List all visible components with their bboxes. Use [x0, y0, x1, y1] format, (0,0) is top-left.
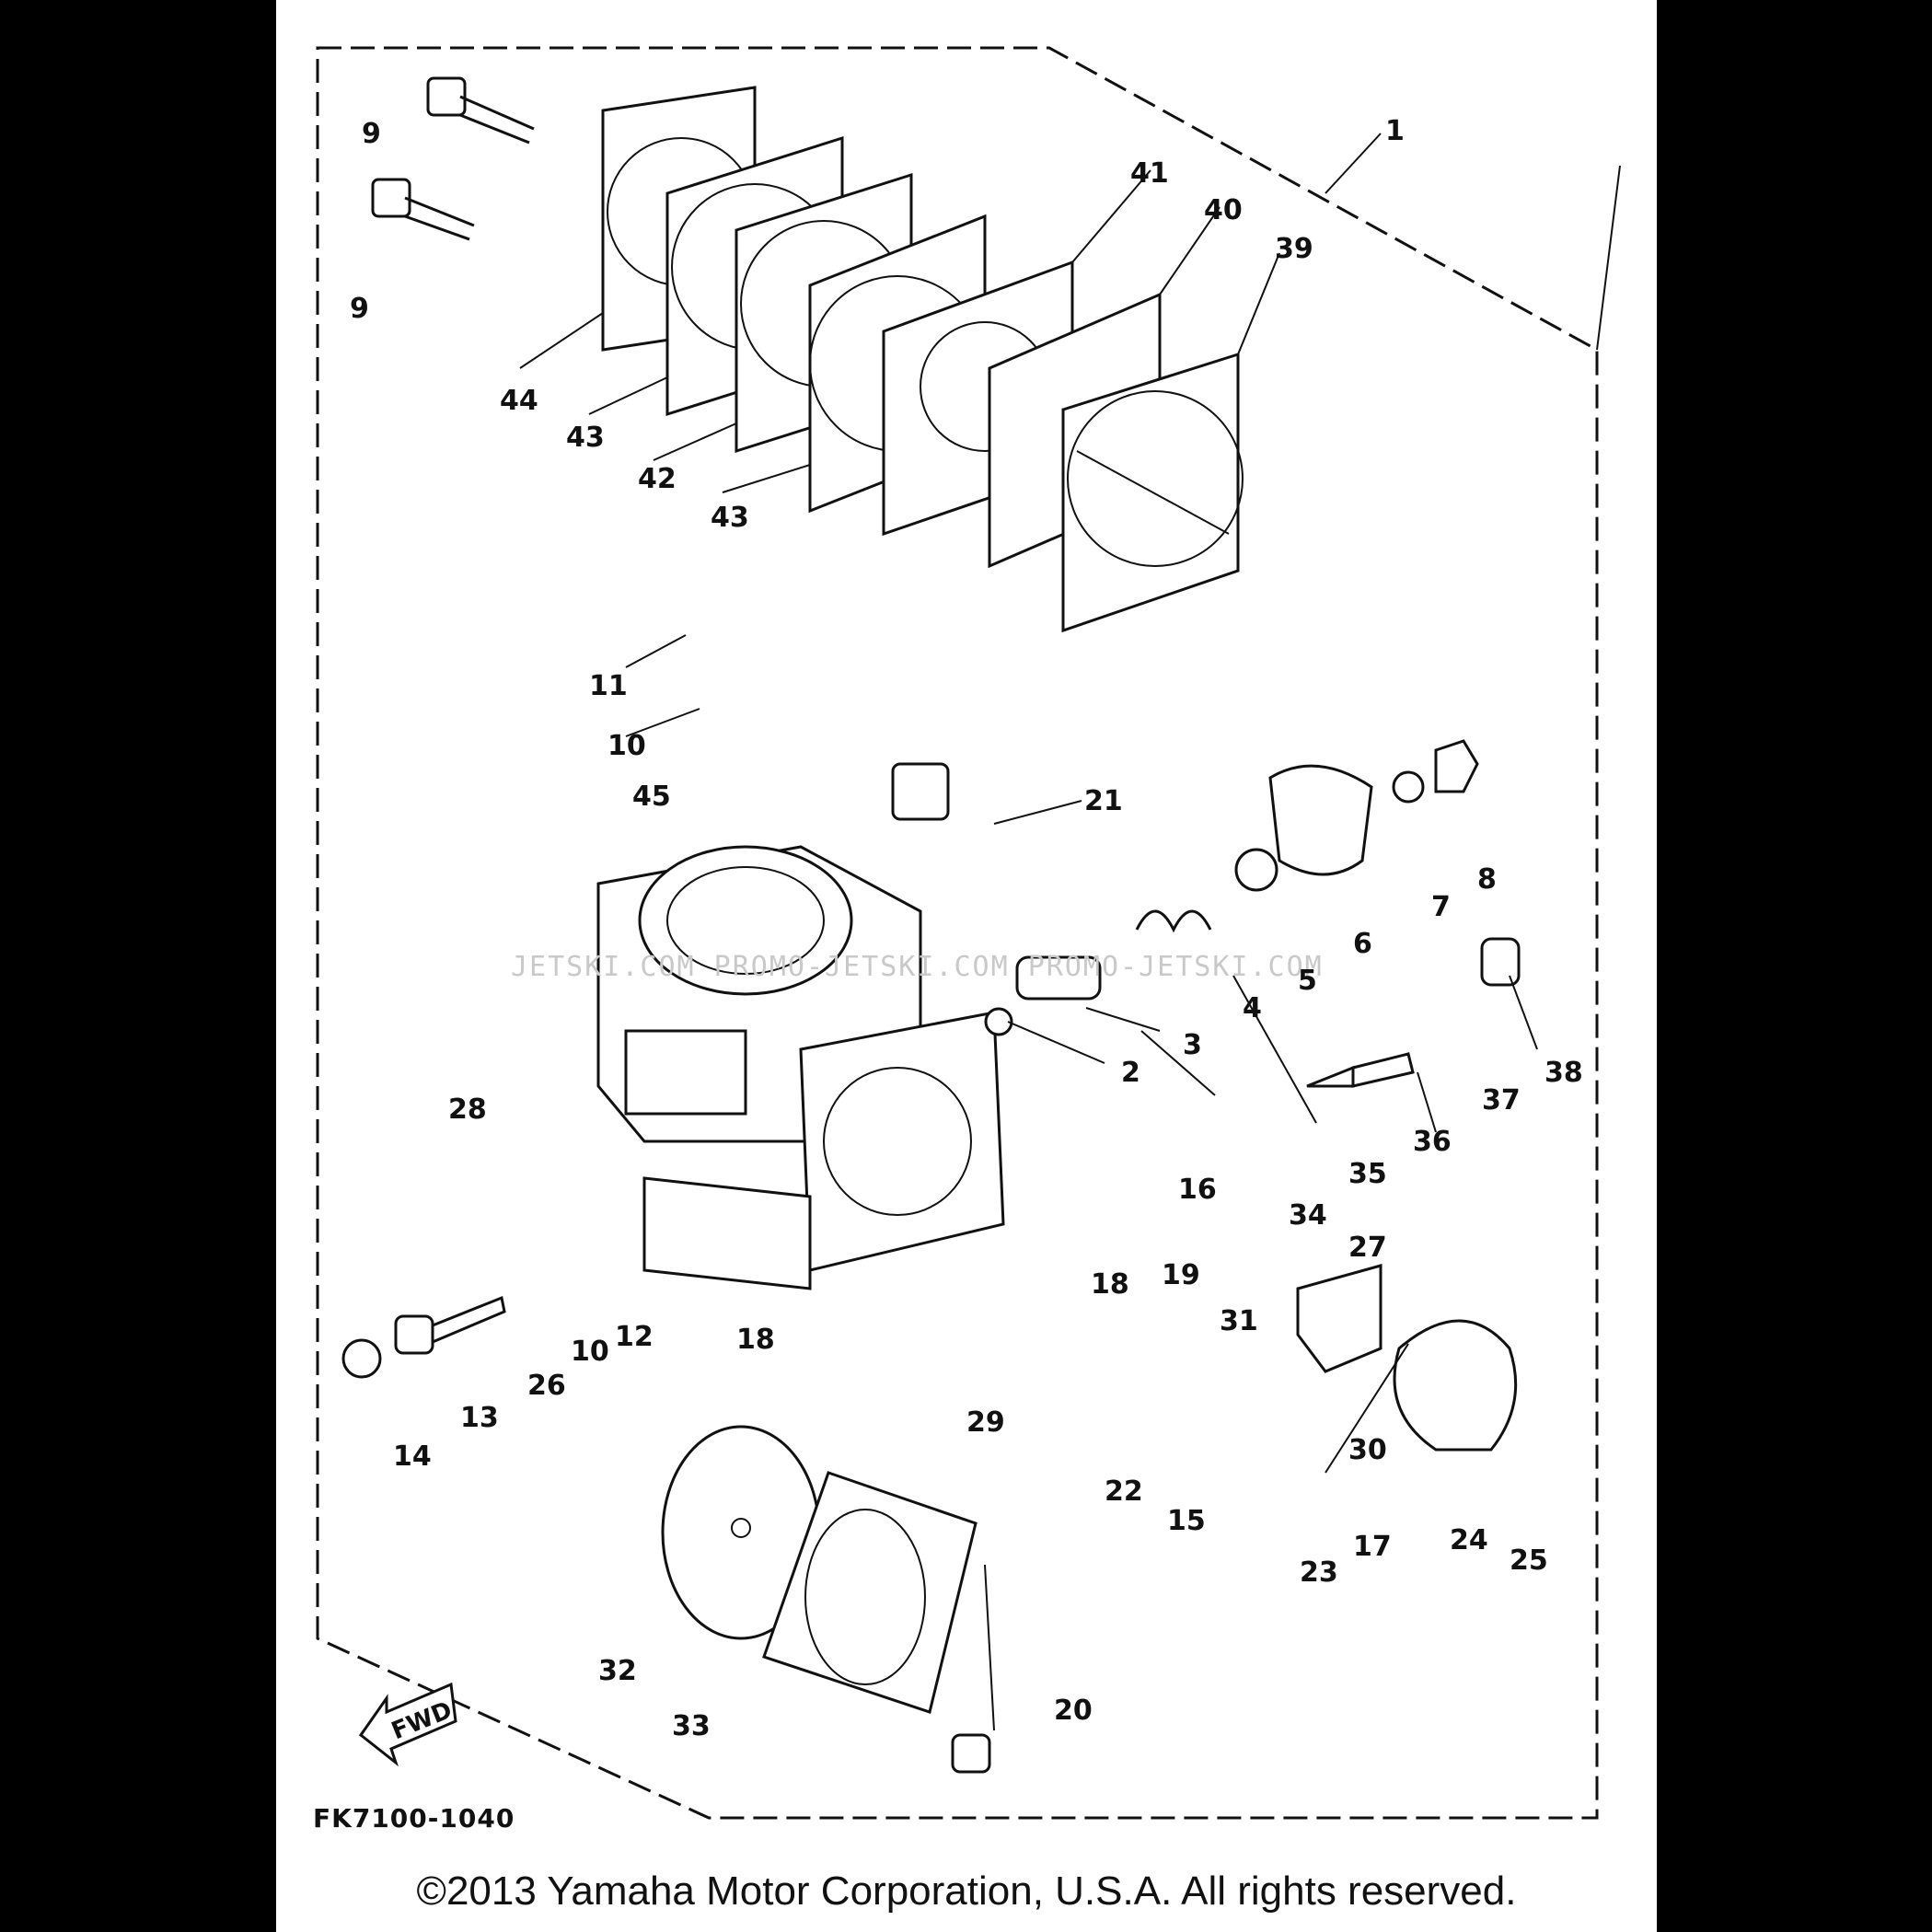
callout-34: 34 — [1289, 1199, 1327, 1232]
callout-12: 12 — [615, 1321, 654, 1353]
callout-36: 36 — [1413, 1126, 1452, 1158]
callout-28: 28 — [448, 1093, 487, 1126]
callout-13: 13 — [460, 1402, 499, 1434]
callout-6: 6 — [1353, 928, 1372, 960]
callout-7: 7 — [1431, 891, 1451, 923]
callout-25: 25 — [1510, 1544, 1548, 1577]
cam-24 — [1393, 1319, 1518, 1452]
callout-27: 27 — [1348, 1232, 1387, 1264]
callout-10a: 10 — [607, 730, 646, 762]
assembly-boundary — [316, 46, 1599, 1820]
callout-22: 22 — [1105, 1475, 1143, 1508]
copyright-notice: ©2013 Yamaha Motor Corporation, U.S.A. A… — [416, 1868, 1517, 1914]
callout-40: 40 — [1204, 194, 1243, 226]
plate-27 — [1296, 1264, 1382, 1373]
drawing-code: FK7100-1040 — [313, 1803, 515, 1834]
callout-43b: 43 — [711, 502, 749, 534]
callout-18a: 18 — [1091, 1268, 1129, 1301]
watermark-text: JETSKI.COM PROMO-JETSKI.COM PROMO-JETSKI… — [511, 951, 1324, 983]
callout-44: 44 — [500, 385, 538, 417]
callout-39: 39 — [1275, 233, 1313, 265]
callout-41: 41 — [1130, 157, 1169, 190]
callout-35: 35 — [1348, 1158, 1387, 1190]
callout-45: 45 — [632, 781, 671, 813]
callout-33: 33 — [672, 1710, 711, 1742]
screw-20 — [951, 1733, 991, 1774]
cover-33 — [762, 1471, 978, 1714]
callout-15: 15 — [1167, 1505, 1206, 1537]
callout-19: 19 — [1162, 1259, 1200, 1291]
callout-4: 4 — [1243, 992, 1262, 1024]
bolt-9-upper — [426, 76, 535, 145]
callout-3: 3 — [1183, 1029, 1202, 1061]
callout-16: 16 — [1178, 1174, 1217, 1206]
callout-43a: 43 — [566, 422, 605, 454]
adjuster-screw-13 — [341, 1295, 506, 1379]
bolt-9-lower — [371, 178, 475, 241]
callout-37: 37 — [1482, 1084, 1521, 1116]
callout-26: 26 — [527, 1370, 566, 1402]
intake-gasket-stack — [601, 86, 1244, 633]
leader-lines — [519, 133, 1621, 1731]
callout-20: 20 — [1054, 1695, 1093, 1727]
callout-17: 17 — [1353, 1531, 1392, 1563]
callout-14: 14 — [393, 1440, 432, 1473]
callout-29: 29 — [966, 1406, 1005, 1439]
callout-31: 31 — [1220, 1305, 1258, 1337]
callout-5: 5 — [1298, 965, 1317, 997]
callout-11: 11 — [589, 670, 628, 702]
callout-10b: 10 — [571, 1336, 609, 1368]
callout-24: 24 — [1450, 1524, 1488, 1556]
callout-23: 23 — [1300, 1556, 1338, 1589]
callout-30: 30 — [1348, 1434, 1387, 1466]
callout-8: 8 — [1477, 863, 1497, 896]
callout-labels: 1 9 9 44 43 42 43 41 40 39 11 10 45 21 8… — [350, 115, 1583, 1742]
callout-38: 38 — [1544, 1057, 1583, 1089]
callout-42: 42 — [638, 463, 677, 495]
fwd-arrow-icon: FWD — [358, 1682, 457, 1767]
callout-2: 2 — [1121, 1057, 1140, 1089]
callout-9b: 9 — [350, 293, 369, 325]
callout-32: 32 — [598, 1655, 637, 1687]
adjuster-screw-37 — [1306, 937, 1521, 1088]
callout-21: 21 — [1084, 785, 1123, 817]
callout-18b: 18 — [736, 1324, 775, 1356]
callout-9a: 9 — [362, 118, 381, 150]
throttle-linkage — [891, 739, 1479, 1036]
callout-1: 1 — [1385, 115, 1405, 147]
carburetor-body — [596, 845, 1005, 1290]
